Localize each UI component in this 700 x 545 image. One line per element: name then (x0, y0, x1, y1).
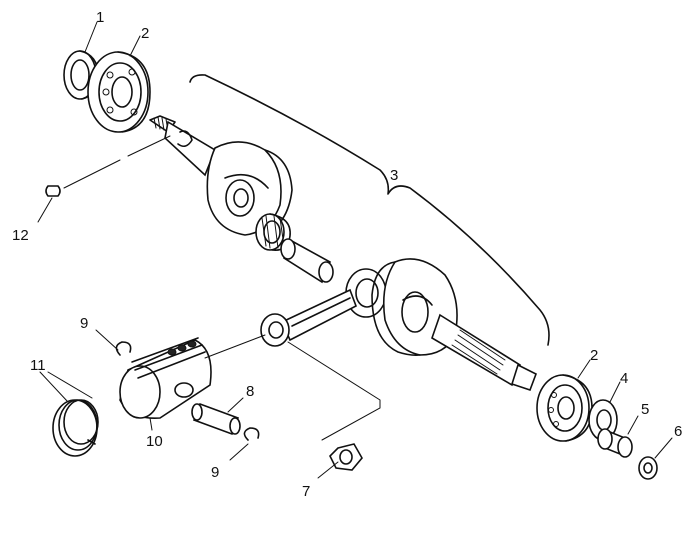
circlip-upper (115, 341, 132, 356)
callout-9-upper: 9 (80, 315, 88, 332)
bearing-right (536, 374, 593, 442)
small-end-bearing (329, 443, 363, 471)
callout-11: 11 (30, 357, 46, 374)
woodruff-key (45, 185, 61, 197)
callout-8: 8 (246, 383, 254, 400)
callout-2-right: 2 (590, 347, 598, 364)
piston-rings (52, 399, 99, 457)
piston (119, 334, 266, 419)
nut-right (638, 456, 658, 480)
callout-7: 7 (302, 483, 310, 500)
piston-pin (191, 402, 241, 436)
callout-2-top: 2 (141, 25, 149, 42)
crank-pin (280, 238, 334, 284)
collar (597, 428, 633, 458)
callout-12: 12 (12, 227, 29, 244)
callout-1: 1 (96, 9, 104, 26)
callout-9-lower: 9 (211, 464, 219, 481)
connecting-rod (260, 268, 387, 441)
callout-5: 5 (641, 401, 649, 418)
callout-4: 4 (620, 370, 628, 387)
leader-lines (37, 21, 673, 479)
callout-6: 6 (674, 423, 682, 440)
callout-3: 3 (390, 167, 398, 184)
callout-labels: 1 2 3 2 4 5 6 7 8 9 9 10 11 12 (12, 9, 682, 500)
circlip-lower (243, 427, 260, 441)
bearing-left (87, 51, 151, 133)
crankshaft-right-half (371, 258, 538, 392)
crankshaft-assembly-bracket (189, 74, 550, 346)
callout-10: 10 (146, 433, 163, 450)
needle-bearing (255, 213, 291, 252)
